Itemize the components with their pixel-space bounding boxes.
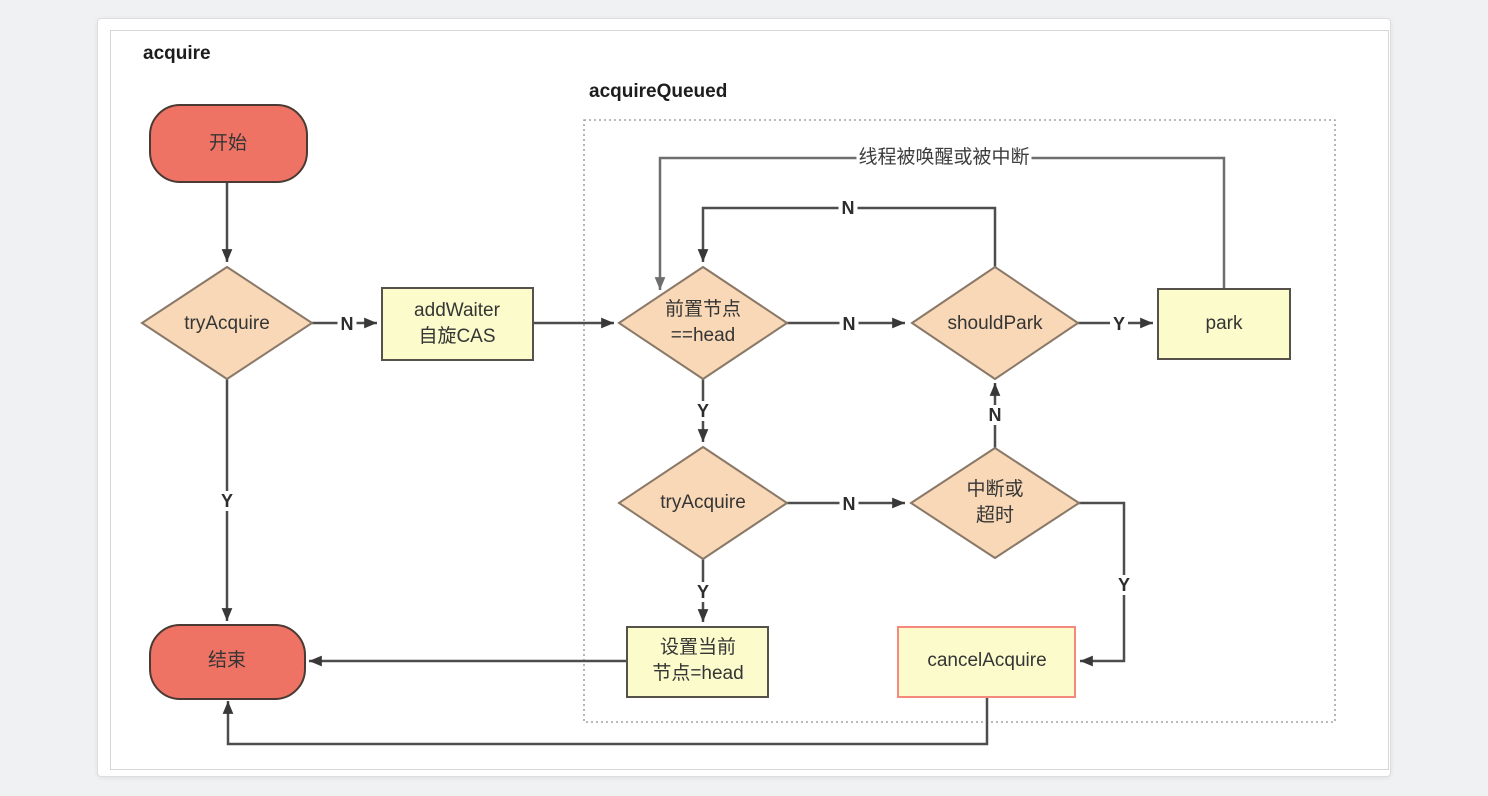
park-label: park: [1205, 313, 1243, 334]
start-node-label: 开始: [208, 133, 248, 154]
edge-label-shouldpark-y: Y: [1109, 314, 1129, 334]
pred-is-head-label: 前置节点 ==head: [664, 299, 742, 346]
interrupt-or-timeout-label: 中断或 超时: [966, 479, 1024, 526]
edge-label-tryacquire2-n: N: [839, 494, 859, 514]
should-park-label: shouldPark: [947, 313, 1043, 334]
pred-is-head-decision: [617, 265, 789, 381]
start-node: [149, 104, 308, 183]
try-acquire-decision: [140, 265, 314, 381]
set-head-label: 设置当前 节点=head: [652, 637, 744, 684]
try-acquire-2-decision: [617, 445, 789, 561]
add-waiter-process: [381, 287, 534, 361]
edge-park-wakeup-back-to-predhead: [654, 156, 1226, 290]
interrupt-or-timeout-decision: [909, 446, 1081, 560]
edge-label-predhead-n: N: [839, 314, 859, 334]
try-acquire-2-label: tryAcquire: [660, 492, 746, 513]
should-park-decision: [910, 265, 1080, 381]
diagram-title: acquire: [143, 43, 211, 64]
acquire-queued-group-title: acquireQueued: [589, 81, 728, 102]
park-process: [1157, 288, 1291, 360]
edge-label-tryacquire2-y: Y: [693, 582, 713, 602]
edge-label-thread-wakeup: 线程被唤醒或被中断: [856, 147, 1032, 168]
edge-label-loop-n: N: [838, 198, 858, 218]
cancel-acquire-label: cancelAcquire: [927, 650, 1047, 671]
end-node: [149, 624, 306, 700]
edge-cancelacquire-to-end: [222, 697, 989, 746]
set-head-process: [626, 626, 769, 698]
edge-label-end-y: Y: [217, 491, 237, 511]
end-node-label: 结束: [207, 650, 247, 671]
try-acquire-label: tryAcquire: [184, 313, 270, 334]
cancel-acquire-process: [897, 626, 1076, 698]
edge-label-predhead-y: Y: [693, 401, 713, 421]
add-waiter-label: addWaiter 自旋CAS: [414, 300, 500, 347]
edge-label-tryacquire-n: N: [337, 314, 357, 334]
edge-label-interrupt-y: Y: [1114, 575, 1134, 595]
edge-label-interrupt-n: N: [985, 405, 1005, 425]
acquire-queued-group-border: [583, 119, 1336, 723]
